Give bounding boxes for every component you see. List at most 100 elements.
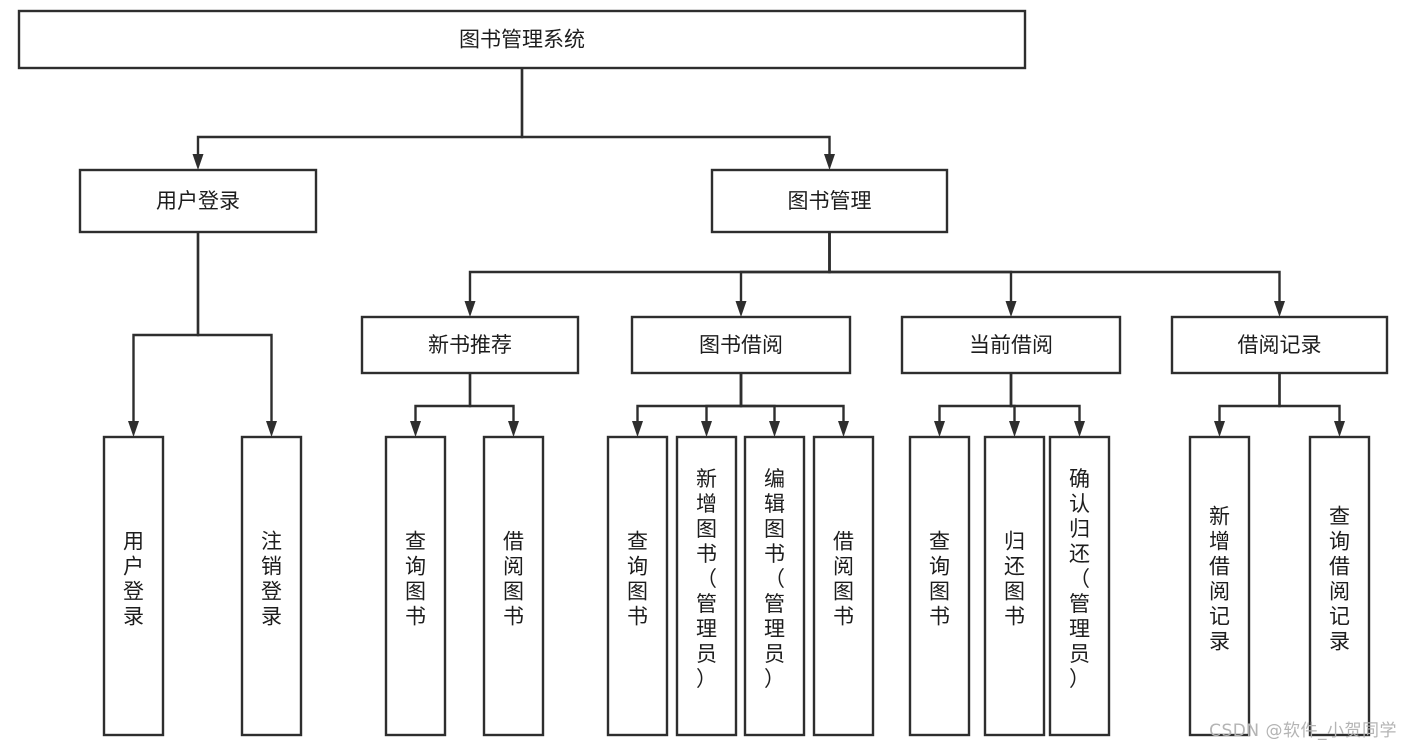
edge-root-user-login-arrowhead — [192, 154, 204, 170]
node-box-leaf-query-book-2 — [606, 435, 669, 737]
node-user-login[interactable]: 用户登录 — [78, 168, 318, 234]
node-leaf-add-book-admin[interactable]: 新增图书（管理员） — [675, 435, 738, 737]
node-label-leaf-query-book-1: 查询图书 — [405, 530, 426, 629]
edge-bm-borrow-record-arrowhead — [1274, 301, 1285, 317]
edge-nb-leaf1-line — [414, 373, 472, 421]
edge-ul-leaf2-arrowhead — [266, 421, 277, 437]
node-leaf-query-book-1[interactable]: 查询图书 — [384, 435, 447, 737]
edge-br-leaf1-arrowhead — [1214, 421, 1225, 437]
node-label-leaf-borrow-book-1: 借阅图书 — [503, 530, 524, 629]
node-root[interactable]: 图书管理系统 — [17, 9, 1027, 70]
edge-bm-borrow-record — [828, 232, 1285, 317]
node-leaf-borrow-book-1[interactable]: 借阅图书 — [482, 435, 545, 737]
node-leaf-add-borrow-record[interactable]: 新增借阅记录 — [1188, 435, 1251, 737]
edge-ul-leaf1 — [128, 232, 200, 437]
edge-bm-current-borrow-arrowhead — [1005, 301, 1017, 317]
node-box-borrow-record — [1170, 315, 1389, 375]
node-leaf-confirm-return[interactable]: 确认归还（管理员） — [1048, 435, 1111, 737]
edge-bm-borrow-record-line — [828, 232, 1281, 301]
edge-ul-leaf2-line — [196, 232, 273, 421]
node-box-leaf-borrow-book-2 — [812, 435, 875, 737]
edge-bm-new-book-line — [468, 232, 831, 301]
edge-bm-new-book — [464, 232, 831, 317]
edge-bm-book-borrow — [735, 232, 831, 317]
node-new-book-recommend[interactable]: 新书推荐 — [360, 315, 580, 375]
node-box-user-login — [78, 168, 318, 234]
edge-nb-leaf1 — [410, 373, 472, 437]
edge-root-book-manage-line — [520, 68, 831, 154]
node-book-borrow[interactable]: 图书借阅 — [630, 315, 852, 375]
nodes-layer: 图书管理系统用户登录图书管理新书推荐图书借阅当前借阅借阅记录用户登录注销登录查询… — [17, 9, 1389, 737]
edge-bb-leaf1-arrowhead — [632, 421, 643, 437]
edge-cb-leaf1-arrowhead — [934, 421, 945, 437]
node-box-leaf-borrow-book-1 — [482, 435, 545, 737]
edge-br-leaf1 — [1214, 373, 1281, 437]
node-leaf-query-borrow-rec[interactable]: 查询借阅记录 — [1308, 435, 1371, 737]
edge-bm-current-borrow-line — [828, 232, 1013, 301]
edge-nb-leaf2-arrowhead — [508, 421, 519, 437]
node-label-current-borrow: 当前借阅 — [969, 333, 1053, 357]
node-box-leaf-query-book-3 — [908, 435, 971, 737]
edge-cb-leaf3-line — [1009, 373, 1081, 421]
node-label-leaf-user-login: 用户登录 — [123, 530, 144, 629]
edge-br-leaf2-arrowhead — [1334, 421, 1345, 437]
node-leaf-borrow-book-2[interactable]: 借阅图书 — [812, 435, 875, 737]
edge-bb-leaf2-line — [705, 373, 743, 421]
node-box-book-borrow — [630, 315, 852, 375]
node-label-leaf-query-borrow-rec: 查询借阅记录 — [1329, 505, 1350, 654]
node-label-leaf-edit-book-admin: 编辑图书（管理员） — [764, 467, 785, 691]
node-box-root — [17, 9, 1027, 70]
node-box-leaf-query-borrow-rec — [1308, 435, 1371, 737]
edge-nb-leaf2-line — [468, 373, 515, 421]
node-leaf-query-book-2[interactable]: 查询图书 — [606, 435, 669, 737]
node-leaf-logout-login[interactable]: 注销登录 — [240, 435, 303, 737]
node-box-current-borrow — [900, 315, 1122, 375]
node-borrow-record[interactable]: 借阅记录 — [1170, 315, 1389, 375]
node-box-leaf-confirm-return — [1048, 435, 1111, 737]
csdn-watermark: CSDN @软件_小贺同学 — [1209, 721, 1397, 741]
edge-ul-leaf1-arrowhead — [128, 421, 139, 437]
node-current-borrow[interactable]: 当前借阅 — [900, 315, 1122, 375]
node-label-new-book-recommend: 新书推荐 — [428, 333, 512, 357]
node-leaf-edit-book-admin[interactable]: 编辑图书（管理员） — [743, 435, 806, 737]
node-label-leaf-add-book-admin: 新增图书（管理员） — [696, 467, 717, 691]
node-label-root: 图书管理系统 — [459, 28, 585, 52]
edge-bm-book-borrow-line — [739, 232, 831, 301]
node-leaf-return-book[interactable]: 归还图书 — [983, 435, 1046, 737]
edge-root-user-login — [192, 68, 524, 170]
node-box-leaf-logout-login — [240, 435, 303, 737]
edge-br-leaf2 — [1278, 373, 1345, 437]
edge-cb-leaf2-arrowhead — [1009, 421, 1020, 437]
edge-bb-leaf2 — [701, 373, 743, 437]
edge-ul-leaf1-line — [132, 232, 200, 421]
edge-cb-leaf3 — [1009, 373, 1085, 437]
edge-cb-leaf1-line — [938, 373, 1013, 421]
edge-bb-leaf3-arrowhead — [769, 421, 780, 437]
edge-cb-leaf3-arrowhead — [1074, 421, 1085, 437]
node-book-manage[interactable]: 图书管理 — [710, 168, 949, 234]
connectors-layer — [128, 68, 1345, 437]
edge-root-user-login-line — [196, 68, 524, 154]
edge-bb-leaf2-arrowhead — [701, 421, 712, 437]
node-leaf-user-login[interactable]: 用户登录 — [102, 435, 165, 737]
node-label-leaf-query-book-3: 查询图书 — [929, 530, 950, 629]
edge-bb-leaf1-line — [636, 373, 743, 421]
node-box-leaf-add-borrow-record — [1188, 435, 1251, 737]
edge-bb-leaf4 — [739, 373, 849, 437]
edge-bm-book-borrow-arrowhead — [735, 301, 747, 317]
edge-ul-leaf2 — [196, 232, 277, 437]
edge-cb-leaf1 — [934, 373, 1013, 437]
node-box-leaf-edit-book-admin — [743, 435, 806, 737]
node-label-leaf-logout-login: 注销登录 — [261, 530, 282, 629]
node-label-leaf-borrow-book-2: 借阅图书 — [833, 530, 854, 629]
edge-bb-leaf3-line — [739, 373, 776, 421]
node-label-leaf-query-book-2: 查询图书 — [627, 530, 648, 629]
edge-br-leaf1-line — [1218, 373, 1281, 421]
node-label-borrow-record: 借阅记录 — [1238, 333, 1322, 357]
edge-nb-leaf2 — [468, 373, 519, 437]
edge-nb-leaf1-arrowhead — [410, 421, 421, 437]
node-box-leaf-query-book-1 — [384, 435, 447, 737]
node-leaf-query-book-3[interactable]: 查询图书 — [908, 435, 971, 737]
